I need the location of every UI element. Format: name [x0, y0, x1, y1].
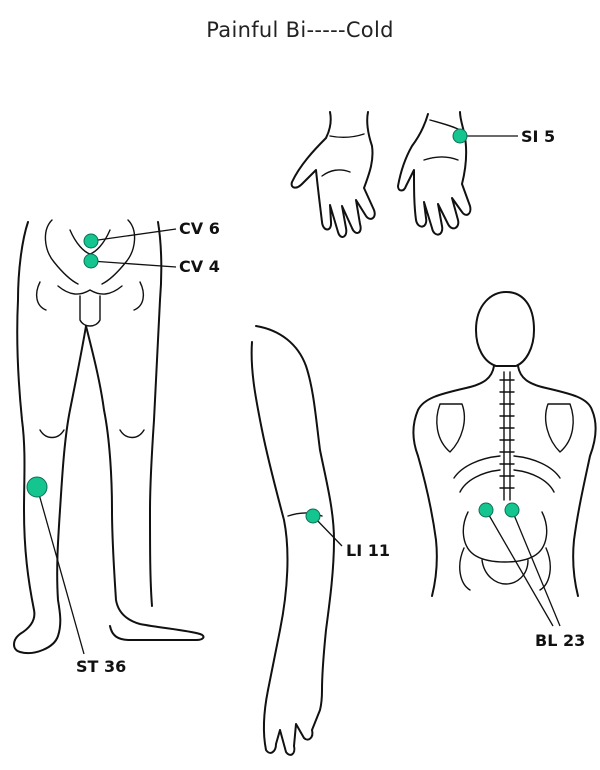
bl23-leader-line-right: [511, 509, 561, 627]
cv4-point-marker: [83, 253, 99, 269]
si5-label: SI 5: [521, 127, 555, 146]
li11-label: LI 11: [346, 541, 390, 560]
arm-illustration: [250, 325, 335, 756]
st36-label: ST 36: [76, 657, 126, 676]
hands-illustration: [290, 111, 472, 238]
cv6-point-marker: [83, 233, 99, 249]
page-title: Painful Bi-----Cold: [206, 18, 394, 42]
cv6-label: CV 6: [179, 219, 220, 238]
cv4-leader-line: [90, 260, 177, 268]
bl23-label: BL 23: [535, 631, 585, 650]
si5-point-marker: [452, 128, 468, 144]
bl23-left-point-marker: [478, 502, 494, 518]
st36-leader-line: [36, 486, 85, 655]
cv4-label: CV 4: [179, 257, 220, 276]
cv6-leader-line: [90, 228, 177, 242]
bl23-leader-line-left: [485, 509, 554, 627]
back-illustration: [412, 291, 597, 597]
li11-point-marker: [305, 508, 321, 524]
bl23-right-point-marker: [504, 502, 520, 518]
legs-illustration: [13, 219, 205, 654]
st36-point-marker: [26, 476, 48, 498]
